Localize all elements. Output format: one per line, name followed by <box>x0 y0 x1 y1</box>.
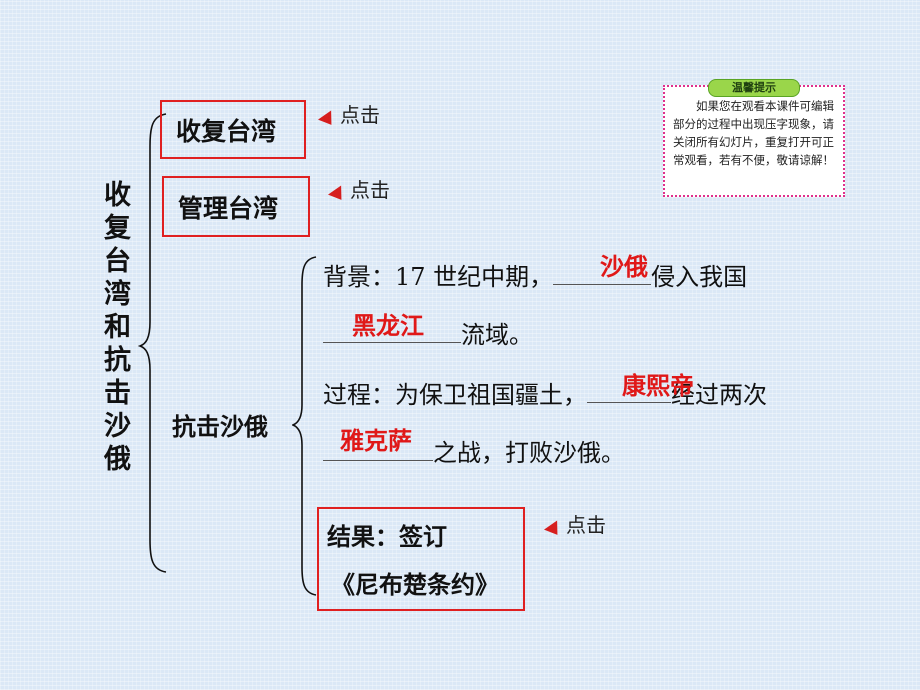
tip-badge: 温馨提示 <box>708 79 800 97</box>
pointer-arrow-icon <box>318 110 338 130</box>
answer-blank <box>587 374 671 403</box>
process-label: 过程：为保卫祖国疆土， <box>323 381 587 409</box>
result-line-2: 《尼布楚条约》 <box>331 571 499 599</box>
click-link-manage[interactable]: 点击 <box>328 173 390 205</box>
click-link-recover[interactable]: 点击 <box>318 98 380 130</box>
click-link-result[interactable]: 点击 <box>544 508 606 540</box>
background-label: 背景：17 世纪中期， <box>323 263 554 291</box>
answer-heilongjiang: 黑龙江 <box>352 312 424 340</box>
manage-taiwan-box: 管理台湾 <box>162 176 310 237</box>
result-line-1: 结果：签订 <box>327 523 447 551</box>
answer-blank <box>323 314 461 343</box>
process-line-1: 过程：为保卫祖国疆土， 经过两次 <box>323 374 767 410</box>
answer-blank <box>323 432 433 461</box>
process-after-2: 之战，打败沙俄。 <box>433 439 625 467</box>
process-line-2: 之战，打败沙俄。 <box>323 432 625 468</box>
background-after-2: 流域。 <box>461 321 533 349</box>
tip-text: 如果您在观看本课件可编辑部分的过程中出现压字现象，请关闭所有幻灯片，重复打开可正… <box>673 99 834 167</box>
background-line-2: 流域。 <box>323 314 533 350</box>
answer-yakesa: 雅克萨 <box>340 427 412 455</box>
click-label: 点击 <box>566 513 606 537</box>
answer-blank <box>553 256 652 285</box>
result-box: 结果：签订 《尼布楚条约》 <box>317 507 525 611</box>
click-label: 点击 <box>350 178 390 202</box>
answer-kangxi: 康熙帝 <box>622 372 694 400</box>
background-line-1: 背景：17 世纪中期， 侵入我国 <box>323 256 747 292</box>
recover-taiwan-label: 收复台湾 <box>176 116 277 146</box>
inner-brace <box>292 256 317 596</box>
tip-box: 如果您在观看本课件可编辑部分的过程中出现压字现象，请关闭所有幻灯片，重复打开可正… <box>663 85 845 197</box>
resist-russia-label: 抗击沙俄 <box>172 413 268 441</box>
process-after-1: 经过两次 <box>671 381 767 409</box>
manage-taiwan-label: 管理台湾 <box>178 193 279 223</box>
outer-brace <box>138 113 167 573</box>
recover-taiwan-box: 收复台湾 <box>160 100 306 159</box>
click-label: 点击 <box>340 103 380 127</box>
pointer-arrow-icon <box>328 185 348 205</box>
pointer-arrow-icon <box>544 520 564 540</box>
page-title: 收复台湾和抗击沙俄 <box>99 180 130 477</box>
background-after-1: 侵入我国 <box>651 263 748 291</box>
answer-russia: 沙俄 <box>600 253 648 281</box>
